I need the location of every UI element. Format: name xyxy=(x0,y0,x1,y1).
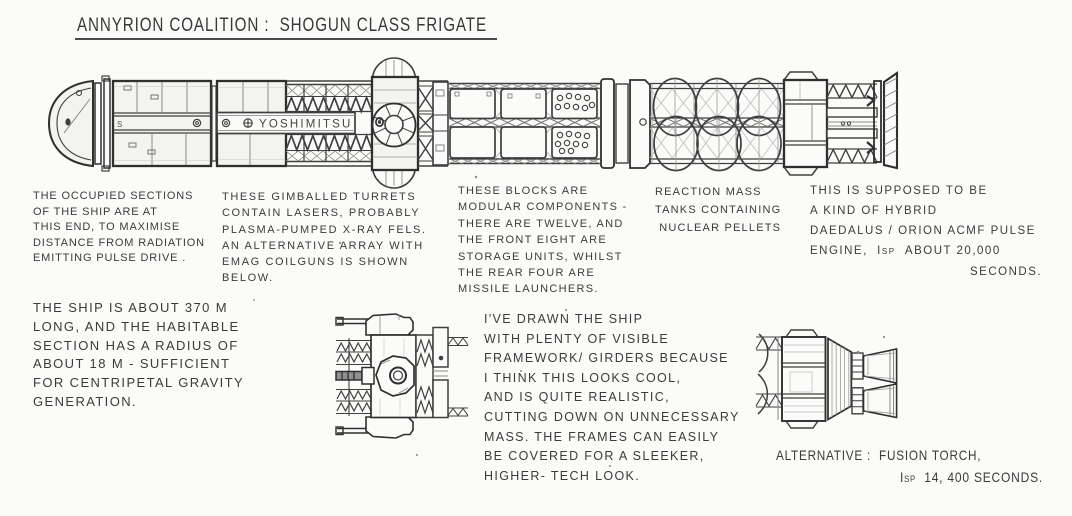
svg-text:S: S xyxy=(117,120,122,129)
svg-text:YOSHIMITSU: YOSHIMITSU xyxy=(259,119,353,131)
